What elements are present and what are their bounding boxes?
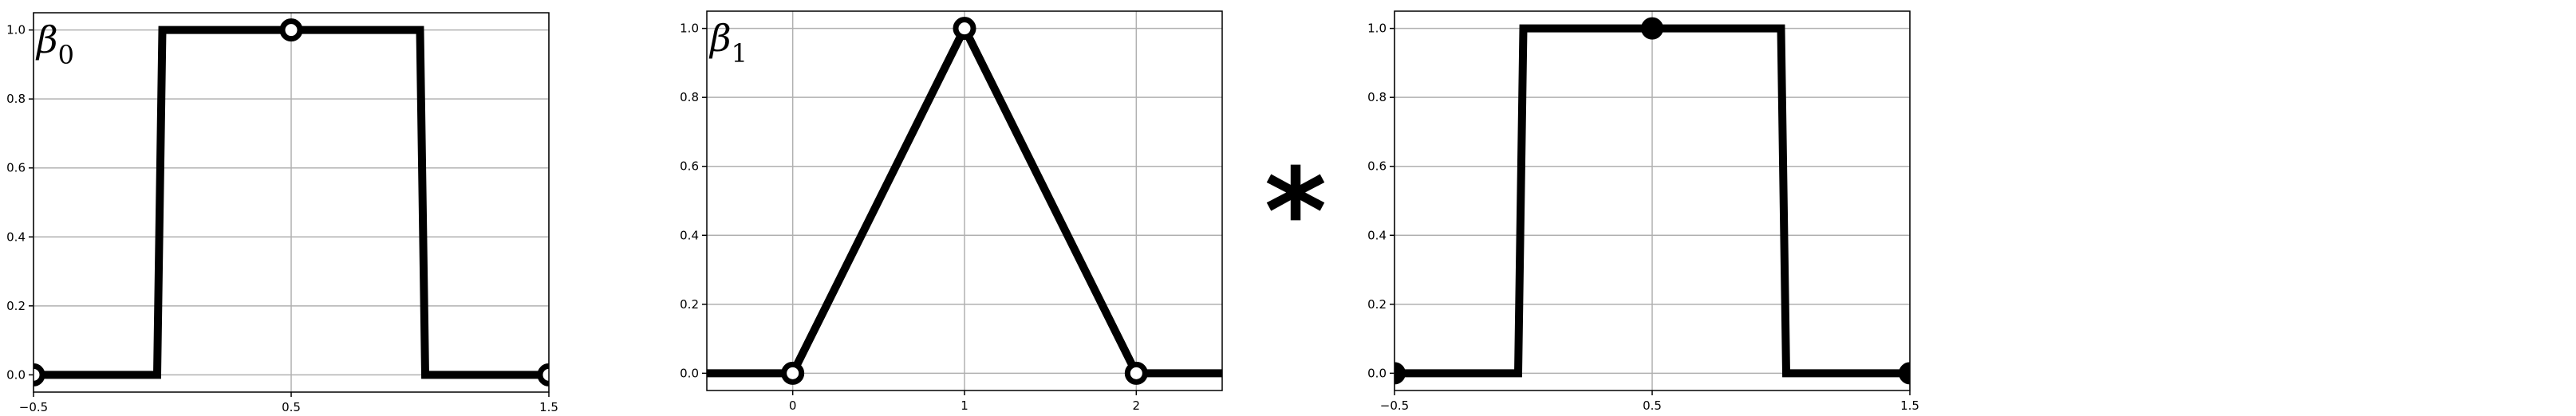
y-tick-label: 0.4 (6, 230, 26, 244)
annotation-subscript: 1 (732, 38, 748, 69)
y-tick-label: 0.2 (6, 299, 26, 313)
data-point-marker (781, 361, 805, 385)
axes-frame (1394, 10, 1911, 391)
plot-area (34, 18, 549, 387)
convolution-operator: * (1264, 143, 1327, 282)
axes-frame (706, 10, 1223, 391)
x-tick-label: 1 (961, 398, 968, 413)
y-tick-label: 0.8 (6, 92, 26, 106)
plot-area (707, 17, 1222, 385)
x-tick-label: 2 (1133, 398, 1141, 413)
y-tick-label: 0.4 (680, 228, 699, 242)
x-tick-label: 1.5 (539, 400, 558, 414)
basis-annotation: β1 (708, 17, 748, 69)
y-tick-label: 0.6 (6, 161, 26, 175)
x-tick-label: 0.5 (282, 400, 301, 414)
x-tick-label: −0.5 (1380, 398, 1409, 413)
y-tick-label: 1.0 (1367, 22, 1387, 36)
y-tick-label: 0.8 (1367, 90, 1387, 104)
y-tick-label: 0.8 (680, 90, 699, 104)
annotation-symbol: β (708, 17, 732, 60)
y-tick-label: 0.4 (1367, 228, 1387, 242)
data-point-marker (537, 363, 549, 387)
y-tick-label: 1.0 (680, 22, 699, 36)
y-tick-label: 0.6 (1367, 159, 1387, 174)
y-tick-label: 0.0 (6, 367, 26, 382)
basis-annotation: β0 (35, 18, 74, 70)
y-tick-label: 1.0 (6, 23, 26, 37)
data-point-marker (1899, 362, 1910, 385)
x-tick-label: 0.5 (1643, 398, 1662, 413)
data-point-marker (1641, 17, 1663, 40)
data-point-marker (1124, 361, 1148, 385)
plot-area (1395, 17, 1910, 385)
y-tick-label: 0.0 (680, 366, 699, 380)
chart-panel-1: 0.0 0.2 0.4 0.6 0.8 1.0 −0.5 0.5 1.5 β0 (6, 12, 558, 414)
data-point-marker (34, 363, 45, 387)
x-tick-label: 1.5 (1900, 398, 1919, 413)
data-point-marker (279, 18, 303, 42)
x-tick-label: 0 (789, 398, 797, 413)
axes-frame (33, 12, 550, 393)
chart-panel-3: 0.0 0.2 0.4 0.6 0.8 1.0 −0.5 0.5 1.5 (1367, 10, 1919, 413)
y-tick-label: 0.0 (1367, 366, 1387, 380)
y-tick-label: 0.6 (680, 159, 699, 174)
annotation-subscript: 0 (58, 40, 74, 70)
y-tick-label: 0.2 (1367, 297, 1387, 312)
y-tick-label: 0.2 (680, 297, 699, 312)
x-tick-label: −0.5 (19, 400, 48, 414)
data-point-marker (1395, 362, 1406, 385)
data-point-marker (953, 17, 976, 41)
annotation-symbol: β (35, 18, 58, 61)
